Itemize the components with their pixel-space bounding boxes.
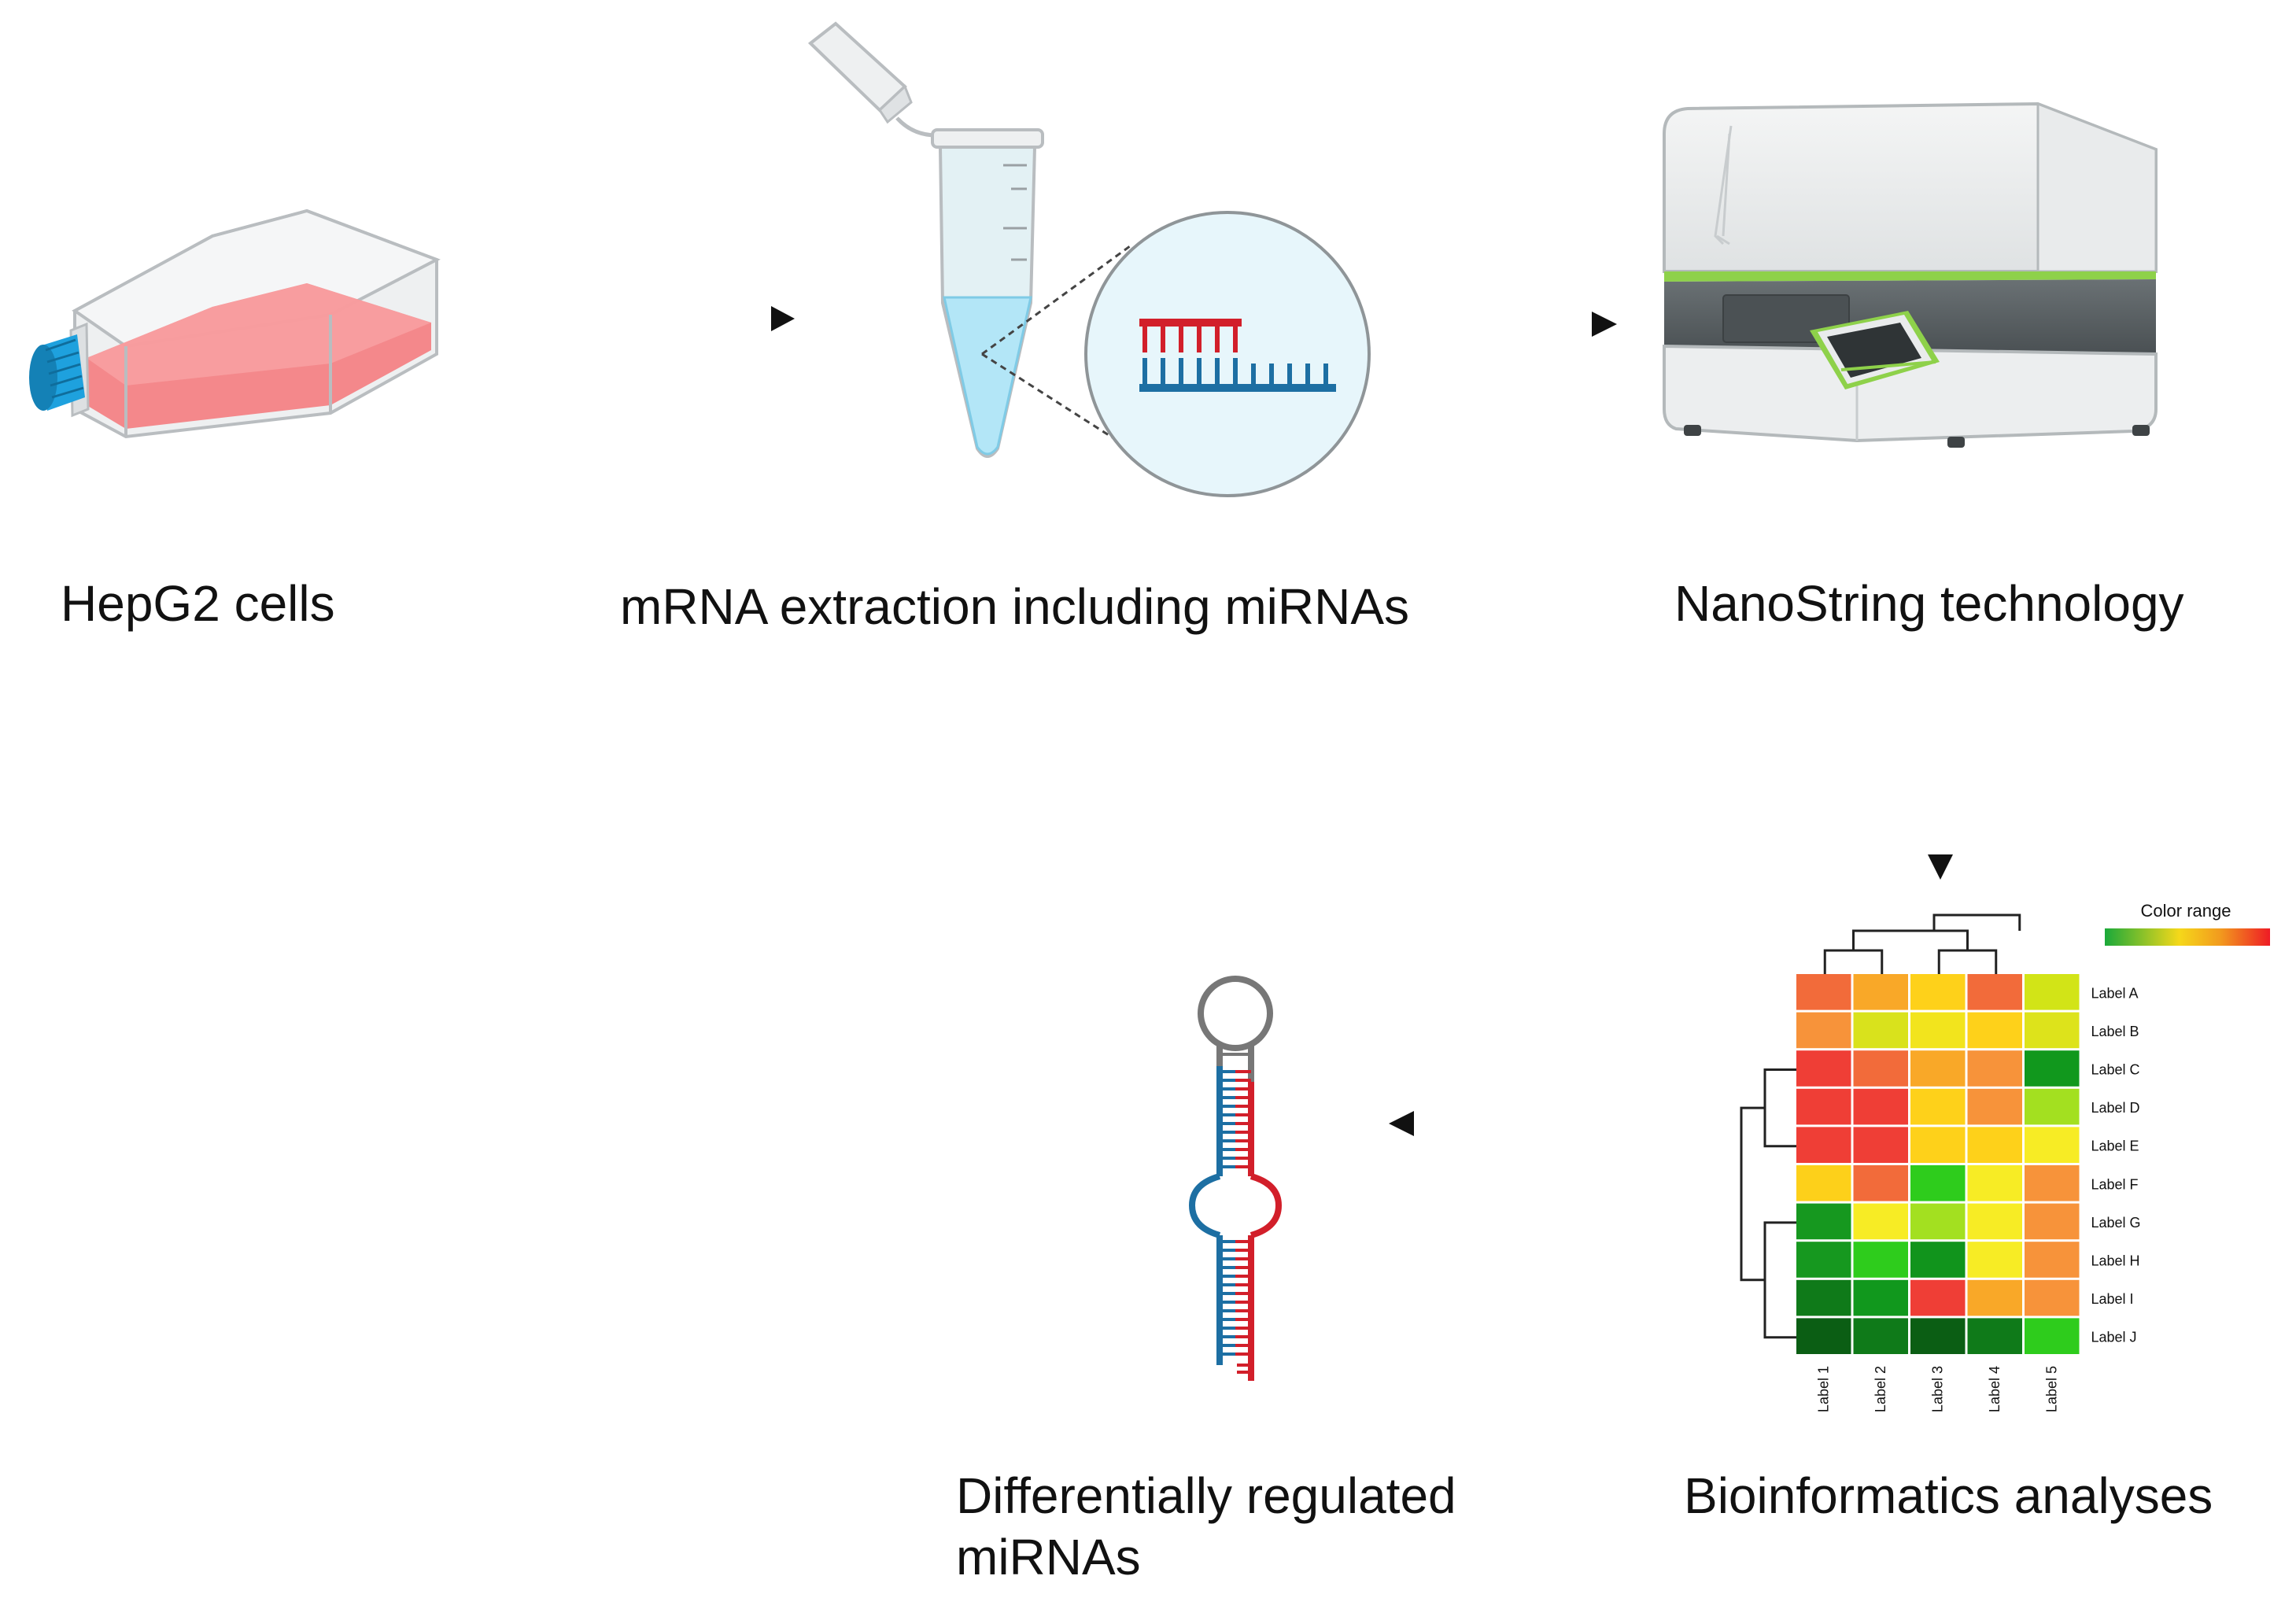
row-dendrogram — [1740, 1068, 1796, 1339]
zoom-lines — [981, 242, 1134, 442]
heatmap-cell — [2025, 1203, 2080, 1240]
heatmap-cell — [1853, 1165, 1908, 1201]
heatmap-col-label: Label 2 — [1873, 1366, 1888, 1412]
heatmap-cell — [1967, 1012, 2022, 1049]
rna-hybridization-zoom-icon — [1084, 211, 1371, 497]
label-mirnas: miRNAs — [956, 1529, 1141, 1585]
color-range-legend: Color range — [2105, 901, 2270, 946]
heatmap-cell — [2025, 1127, 2080, 1163]
heatmap-cell — [1967, 1127, 2022, 1163]
heatmap-cell — [1967, 1279, 2022, 1316]
heatmap-row-label: Label A — [2091, 985, 2139, 1001]
label-hepg2-cells: HepG2 cells — [61, 575, 335, 632]
heatmap-cell — [1910, 1050, 1966, 1087]
heatmap-cell — [1853, 1127, 1908, 1163]
nanostring-instrument-icon — [1663, 101, 2158, 448]
heatmap-cell — [1910, 1279, 1966, 1316]
heatmap-cell — [1910, 974, 1966, 1010]
heatmap-cell — [1910, 1012, 1966, 1049]
heatmap-col-label: Label 3 — [1929, 1366, 1945, 1412]
heatmap-cell — [1796, 1165, 1851, 1201]
heatmap-cell — [1796, 1203, 1851, 1240]
heatmap-row-label: Label D — [2091, 1100, 2140, 1116]
heatmap-cell — [1967, 1318, 2022, 1354]
heatmap-row-label: Label B — [2091, 1024, 2139, 1039]
heatmap-cell — [1853, 974, 1908, 1010]
heatmap-cell — [1796, 1127, 1851, 1163]
heatmap-cell — [1910, 1318, 1966, 1354]
heatmap-cell — [1853, 1088, 1908, 1125]
heatmap-cell — [1853, 1279, 1908, 1316]
heatmap-cell — [1796, 1242, 1851, 1278]
heatmap-col-label: Label 5 — [2043, 1366, 2059, 1412]
heatmap-cell — [1796, 1050, 1851, 1087]
flask-cap-icon — [29, 334, 85, 411]
heatmap-row-label: Label F — [2091, 1176, 2139, 1192]
heatmap-cell — [1796, 974, 1851, 1010]
heatmap-cell — [2025, 974, 2080, 1010]
heatmap-row-label: Label J — [2091, 1330, 2137, 1345]
label-differentially-regulated: Differentially regulated — [956, 1467, 1456, 1524]
heatmap-cell — [2025, 1088, 2080, 1125]
column-dendrogram — [1823, 913, 2021, 974]
arrow-extraction-to-nanostring — [1373, 312, 1617, 337]
heatmap-col-label: Label 1 — [1815, 1366, 1831, 1412]
heatmap-cell — [2025, 1242, 2080, 1278]
heatmap-cell — [2025, 1012, 2080, 1049]
heatmap-cell — [1796, 1279, 1851, 1316]
heatmap-cell — [1967, 1203, 2022, 1240]
arrow-nanostring-to-bioinformatics — [1928, 681, 1953, 880]
heatmap-cell — [2025, 1165, 2080, 1201]
heatmap-cell — [1853, 1203, 1908, 1240]
heatmap-row-label: Label G — [2091, 1215, 2141, 1231]
heatmap-cell — [1910, 1127, 1966, 1163]
heatmap-cell — [1910, 1088, 1966, 1125]
heatmap-cell — [1853, 1318, 1908, 1354]
label-bioinformatics-analyses: Bioinformatics analyses — [1684, 1467, 2213, 1524]
heatmap-cell — [1853, 1012, 1908, 1049]
heatmap-row-label: Label C — [2091, 1062, 2140, 1078]
heatmap-chart: Label A Label B Label C Label D Label E Label… — [1740, 913, 2141, 1412]
label-nanostring-technology: NanoString technology — [1674, 575, 2184, 632]
heatmap-cell — [1853, 1050, 1908, 1087]
heatmap-cell — [1967, 974, 2022, 1010]
heatmap-row-label: Label H — [2091, 1253, 2140, 1269]
heatmap-cell — [1796, 1318, 1851, 1354]
heatmap-cell — [1967, 1165, 2022, 1201]
heatmap-cell — [1967, 1242, 2022, 1278]
microcentrifuge-tube-icon — [807, 21, 1044, 458]
arrow-bioinformatics-to-mirnas — [1389, 1111, 1644, 1136]
heatmap-cell — [1967, 1050, 2022, 1087]
heatmap-cell — [2025, 1050, 2080, 1087]
heatmap-col-label: Label 4 — [1987, 1366, 2003, 1412]
heatmap-cell — [2025, 1318, 2080, 1354]
heatmap-cell — [1853, 1242, 1908, 1278]
heatmap-row-label: Label E — [2091, 1138, 2139, 1154]
arrow-cells-to-extraction — [535, 306, 795, 331]
heatmap-cell — [1796, 1012, 1851, 1049]
heatmap-cell — [2025, 1279, 2080, 1316]
heatmap-cell — [1910, 1242, 1966, 1278]
legend-title: Color range — [2141, 901, 2231, 921]
heatmap-row-label: Label I — [2091, 1291, 2134, 1307]
mirna-hairpin-icon — [1188, 976, 1283, 1381]
cell-culture-flask-icon — [29, 209, 441, 439]
heatmap-cell — [1910, 1165, 1966, 1201]
label-mrna-extraction: mRNA extraction including miRNAs — [620, 578, 1409, 635]
heatmap-cell — [1967, 1088, 2022, 1125]
heatmap-cell — [1910, 1203, 1966, 1240]
heatmap-cell — [1796, 1088, 1851, 1125]
